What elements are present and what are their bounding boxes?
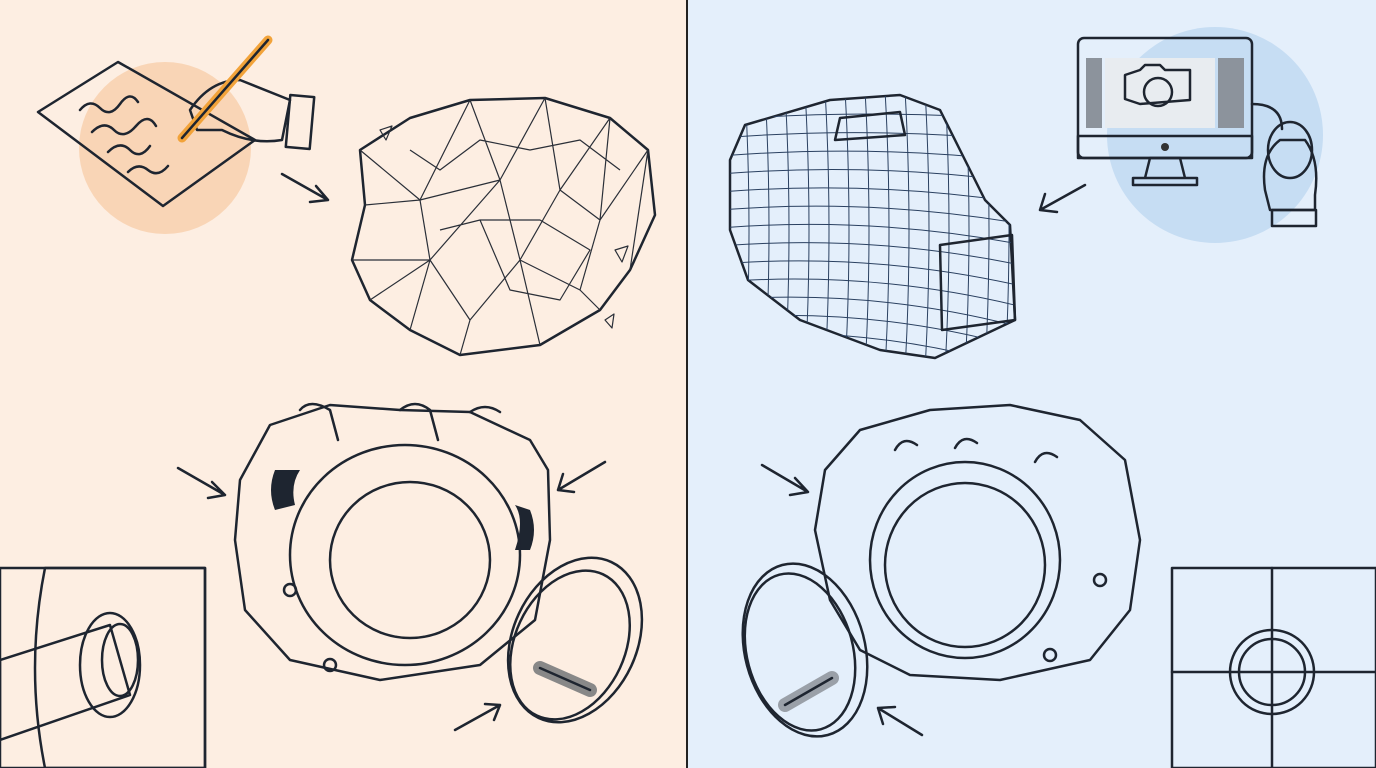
mesh-line (944, 95, 950, 358)
mesh-line (884, 95, 890, 358)
mesh-line (924, 95, 930, 358)
mesh-line (730, 242, 1015, 266)
mesh-line (844, 95, 850, 358)
sketch-hand-icon (36, 35, 316, 234)
arrow-icon (176, 466, 227, 500)
blue-lid-with-pin (741, 562, 869, 738)
mesh-line (730, 205, 1015, 224)
blue-cad-part (813, 403, 1142, 682)
orange-lid-with-pin (506, 556, 644, 724)
arrow-icon (876, 705, 924, 737)
mesh-line (730, 187, 1015, 204)
inset-fitting-detail (1170, 566, 1376, 768)
arrow-icon (1038, 183, 1087, 214)
mesh-line (730, 223, 1015, 245)
scanned-wireframe-mesh (350, 96, 657, 357)
computer-cad-icon (1076, 27, 1323, 243)
arrow-icon (556, 460, 607, 494)
mesh-line (730, 278, 1015, 307)
orange-printed-part (233, 402, 552, 682)
arrow-icon (280, 172, 330, 204)
mesh-line (730, 260, 1015, 287)
mesh-line (904, 95, 910, 358)
mesh-line (864, 95, 870, 358)
arrow-icon (453, 702, 502, 732)
arrow-icon (760, 463, 810, 497)
